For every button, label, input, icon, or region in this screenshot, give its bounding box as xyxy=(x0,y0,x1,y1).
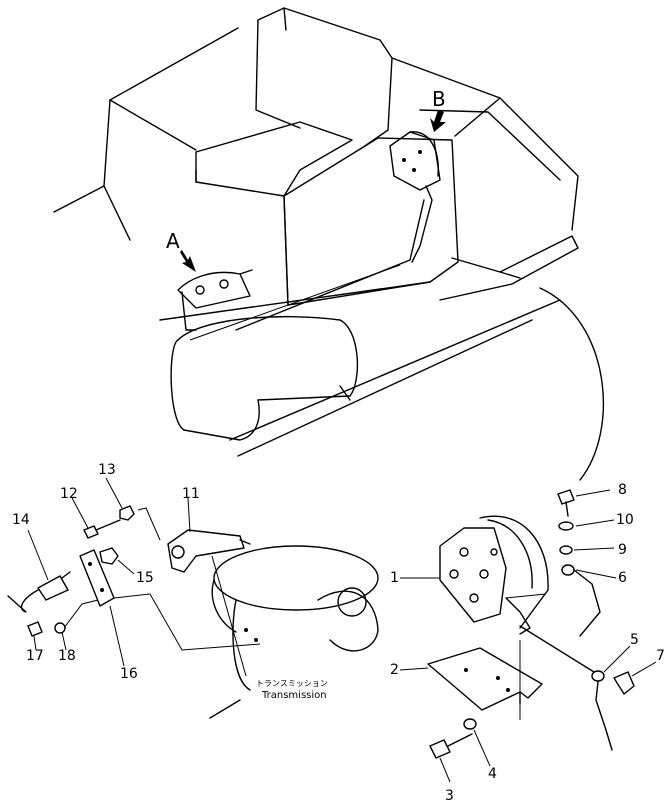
part-18-washer xyxy=(54,622,66,634)
part-7-cap xyxy=(613,671,635,695)
part-number-14: 14 xyxy=(12,512,30,528)
part-number-8: 8 xyxy=(618,482,627,498)
part-number-12: 12 xyxy=(60,486,78,502)
part-8-bolt xyxy=(557,489,575,517)
callout-transmission-jp: トランスミッション xyxy=(256,679,328,688)
part-number-5: 5 xyxy=(630,632,639,648)
part-number-9: 9 xyxy=(618,542,627,558)
view-label-a: A xyxy=(166,229,180,253)
part-number-17: 17 xyxy=(26,648,44,664)
callout-transmission-en: Transmission xyxy=(261,690,327,701)
part-number-1: 1 xyxy=(390,570,399,586)
part-number-13: 13 xyxy=(98,462,116,478)
part-14-switch xyxy=(7,571,71,613)
part-15-nut xyxy=(99,547,119,565)
part-5-cable-end xyxy=(519,625,613,751)
part-number-6: 6 xyxy=(618,570,627,586)
arrow-a-icon xyxy=(180,250,196,272)
lever-bracket-b xyxy=(389,131,441,263)
part-1-lever-bracket xyxy=(439,515,549,635)
arrow-b-icon xyxy=(430,110,446,132)
part-number-15: 15 xyxy=(136,570,154,586)
part-number-11: 11 xyxy=(182,486,200,502)
part-4-washer xyxy=(463,718,477,730)
part-number-labels: 1 2 3 4 5 6 7 8 9 10 11 12 13 14 15 16 1… xyxy=(12,462,665,804)
part-number-10: 10 xyxy=(616,512,634,528)
part-17-bolt xyxy=(27,621,43,637)
part-11-bracket xyxy=(167,529,251,573)
part-number-4: 4 xyxy=(488,766,497,782)
view-label-b: B xyxy=(432,87,446,111)
transmission-housing xyxy=(209,545,379,719)
part-12-bolt xyxy=(83,519,121,539)
seat-assembly xyxy=(53,7,605,481)
part-number-16: 16 xyxy=(120,666,138,682)
part-13-nut xyxy=(119,505,135,521)
part-6-cable xyxy=(561,564,601,637)
part-number-18: 18 xyxy=(58,648,76,664)
part-number-2: 2 xyxy=(390,662,399,678)
part-9-washer xyxy=(559,545,573,555)
leader-lines-left xyxy=(27,477,261,677)
part-number-3: 3 xyxy=(445,788,454,804)
switch-bracket-a xyxy=(177,269,253,331)
part-10-washer xyxy=(558,521,574,531)
leader-lines-right xyxy=(399,489,657,783)
part-2-base-plate xyxy=(427,647,543,711)
part-number-7: 7 xyxy=(656,648,665,664)
part-3-bolt xyxy=(429,733,473,759)
